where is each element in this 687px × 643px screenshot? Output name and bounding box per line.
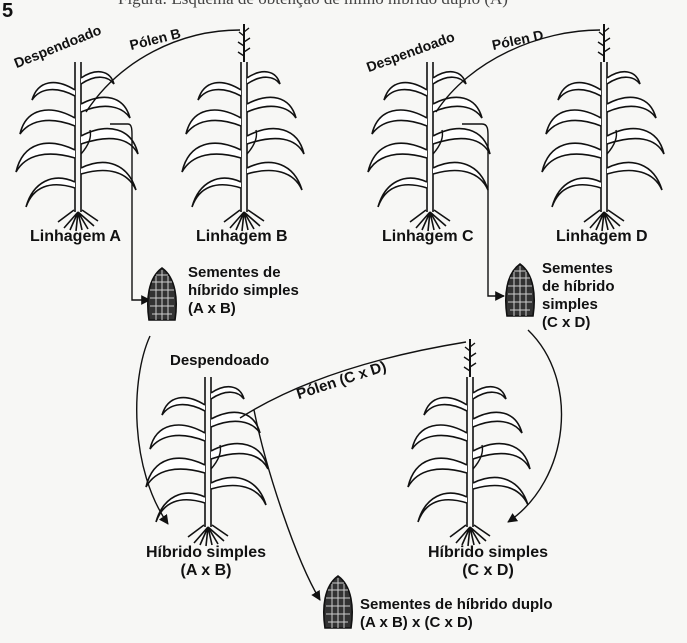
- hybrid-ab-label: Híbrido simples (A x B): [126, 544, 286, 580]
- ear-cd: [506, 264, 534, 316]
- arrow-c-to-seeds: [462, 124, 504, 296]
- seeds-ab-line3: (A x B): [188, 300, 299, 318]
- seeds-ab-line1: Sementes de: [188, 264, 299, 282]
- seeds-cd-line4: (C x D): [542, 314, 615, 332]
- label-linhagem-a: Linhagem A: [30, 228, 121, 246]
- label-linhagem-b: Linhagem B: [196, 228, 288, 246]
- plant-linhagem-d: [542, 24, 664, 231]
- seeds-double-label: Sementes de híbrido duplo (A x B) x (C x…: [360, 596, 553, 632]
- seeds-cd-line1: Sementes: [542, 260, 615, 278]
- ear-double: [324, 576, 352, 628]
- label-linhagem-d: Linhagem D: [556, 228, 648, 246]
- hybrid-cd-line1: Híbrido simples: [408, 544, 568, 562]
- hybrid-cd-line2: (C x D): [408, 562, 568, 580]
- hybrid-cd-label: Híbrido simples (C x D): [408, 544, 568, 580]
- seeds-ab-line2: híbrido simples: [188, 282, 299, 300]
- seeds-cd-line3: simples: [542, 296, 615, 314]
- plant-linhagem-c: [368, 62, 490, 231]
- ear-ab: [148, 268, 176, 320]
- seeds-cd-label: Sementes de híbrido simples (C x D): [542, 260, 615, 332]
- plant-hybrid-ab: [146, 377, 268, 546]
- plant-hybrid-cd: [408, 339, 530, 546]
- label-despendoado-bottom: Despendoado: [170, 352, 269, 370]
- seeds-double-line1: Sementes de híbrido duplo: [360, 596, 553, 614]
- seeds-cd-line2: de híbrido: [542, 278, 615, 296]
- arrow-a-to-seeds: [110, 124, 150, 300]
- plant-linhagem-a: [16, 62, 138, 231]
- label-linhagem-c: Linhagem C: [382, 228, 474, 246]
- seeds-ab-label: Sementes de híbrido simples (A x B): [188, 264, 299, 318]
- hybrid-ab-line1: Híbrido simples: [126, 544, 286, 562]
- hybrid-ab-line2: (A x B): [126, 562, 286, 580]
- plant-linhagem-b: [182, 24, 304, 231]
- seeds-double-line2: (A x B) x (C x D): [360, 614, 553, 632]
